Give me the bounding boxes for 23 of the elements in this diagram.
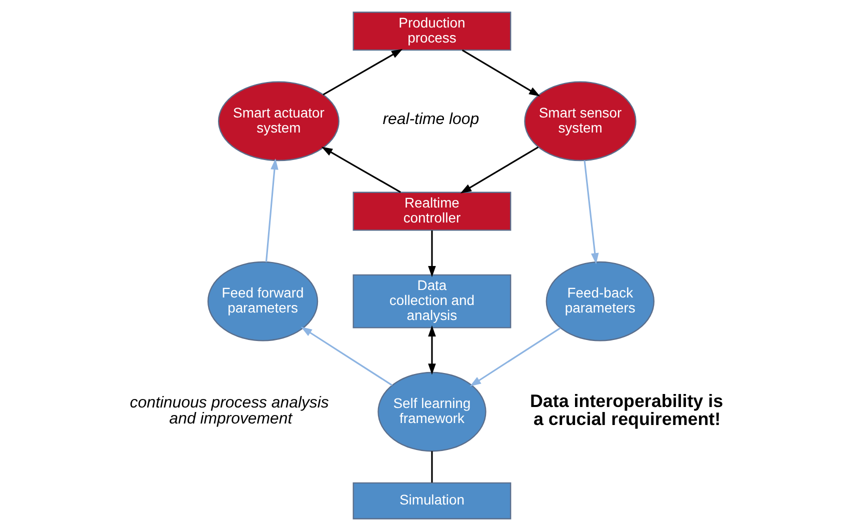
node-ellipse: Feed-back parameters [546, 261, 654, 342]
arrow [428, 230, 436, 278]
node-box: Data collection and analysis [352, 274, 512, 328]
arrow [462, 49, 540, 96]
arrow [470, 327, 561, 386]
arrow [265, 158, 278, 262]
arrow [322, 48, 403, 96]
arrow [321, 146, 401, 193]
arrow [460, 146, 539, 194]
connector [431, 451, 433, 483]
node-ellipse: Self learning framework [378, 372, 486, 452]
label: continuous process analysis and improvement [130, 394, 329, 428]
label: Data interoperability is a crucial requirement! [530, 391, 724, 430]
arrow [300, 326, 393, 386]
node-box: Realtime controller [352, 192, 512, 231]
node-ellipse: Smart actuator system [218, 81, 340, 162]
node-box: Production process [352, 12, 512, 51]
node-box: Simulation [352, 482, 512, 520]
label: real-time loop [382, 110, 480, 128]
arrow [584, 160, 599, 264]
node-ellipse: Feed forward parameters [207, 261, 318, 342]
node-ellipse: Smart sensor system [524, 81, 636, 162]
arrow [428, 325, 436, 375]
